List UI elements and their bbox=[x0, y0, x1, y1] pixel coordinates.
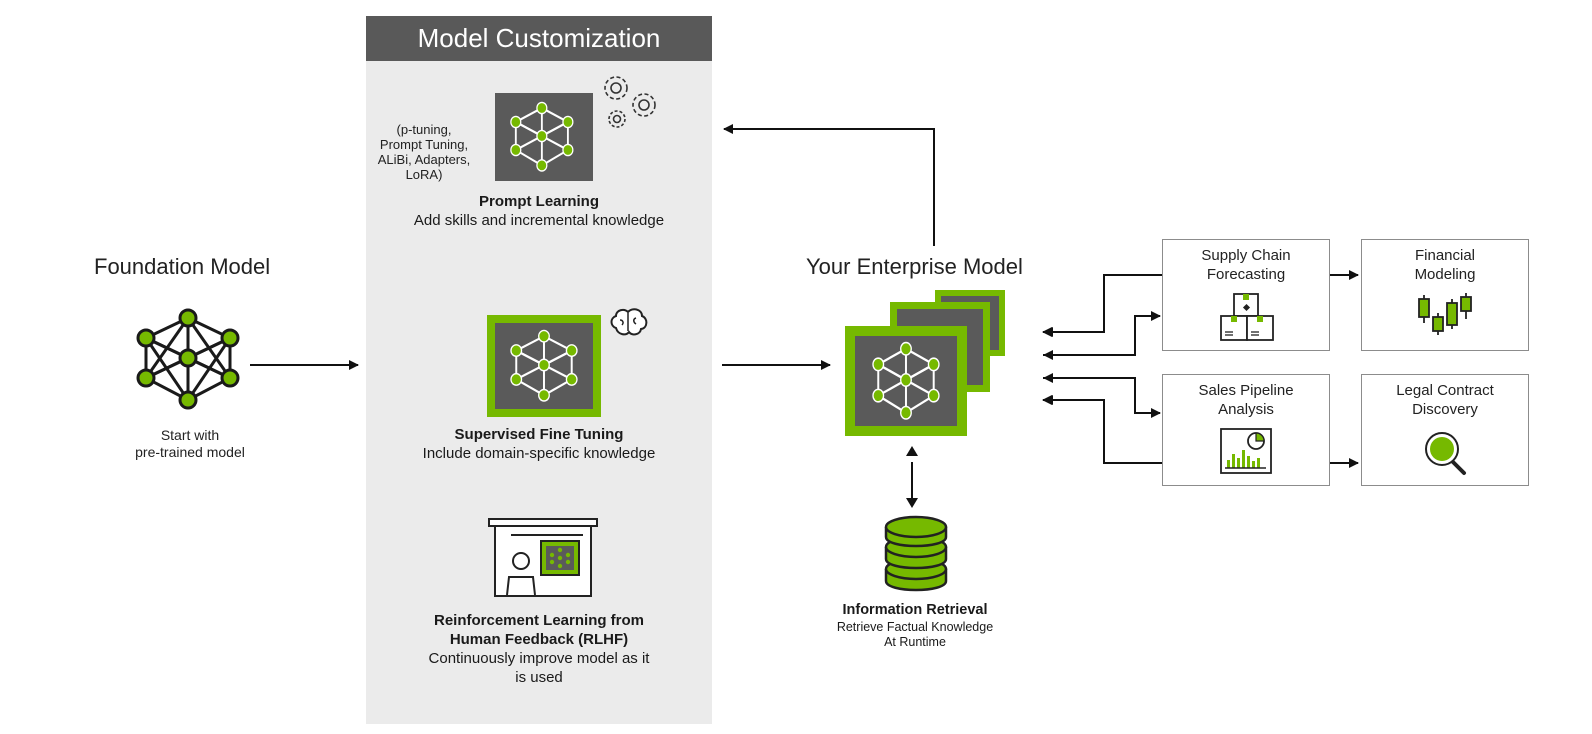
model-to-sales-arrow bbox=[1043, 377, 1161, 418]
foundation-model-title: Foundation Model bbox=[94, 254, 271, 279]
boxes-icon bbox=[1220, 293, 1274, 341]
candlestick-chart-icon bbox=[1418, 293, 1472, 335]
enterprise-model-title: Your Enterprise Model bbox=[806, 254, 1023, 279]
supply-chain-box: Supply Chain Forecasting bbox=[1162, 239, 1330, 351]
foundation-caption: Start with pre-trained model bbox=[135, 427, 245, 460]
sales-pipeline-box: Sales Pipeline Analysis bbox=[1162, 374, 1330, 486]
magnifier-icon bbox=[1425, 432, 1466, 475]
sales-pipeline-label: Sales Pipeline Analysis bbox=[1198, 382, 1294, 418]
prompt-learning-text: Prompt Learning Add skills and increment… bbox=[413, 193, 665, 229]
model-to-supply-chain-arrow bbox=[1043, 311, 1161, 356]
financial-modeling-label: Financial Modeling bbox=[1414, 247, 1476, 283]
feedback-loop-arrow bbox=[723, 124, 935, 246]
sft-text: Supervised Fine Tuning Include domain-sp… bbox=[422, 426, 656, 462]
information-retrieval-text: Information Retrieval Retrieve Factual K… bbox=[836, 602, 994, 649]
prompt-methods-list: (p-tuning, Prompt Tuning, ALiBi, Adapter… bbox=[377, 122, 471, 182]
presentation-board-icon bbox=[488, 518, 598, 597]
sft-network-icon bbox=[487, 315, 601, 417]
sales-to-model-arrow bbox=[1042, 395, 1162, 464]
legal-contract-box: Legal Contract Discovery bbox=[1361, 374, 1529, 486]
prompt-learning-network-icon bbox=[495, 93, 593, 181]
supply-chain-to-model-arrow bbox=[1042, 274, 1162, 337]
panel-title: Model Customization bbox=[366, 16, 712, 61]
foundation-network-icon bbox=[136, 308, 240, 410]
analytics-chart-icon bbox=[1220, 428, 1272, 474]
enterprise-model-stack-icon bbox=[845, 290, 1005, 436]
financial-modeling-box: Financial Modeling bbox=[1361, 239, 1529, 351]
supply-chain-label: Supply Chain Forecasting bbox=[1201, 247, 1291, 283]
brain-icon bbox=[610, 308, 648, 336]
gears-icon bbox=[604, 76, 656, 128]
legal-contract-label: Legal Contract Discovery bbox=[1396, 382, 1494, 418]
database-icon bbox=[884, 515, 948, 592]
rlhf-text: Reinforcement Learning from Human Feedba… bbox=[428, 612, 650, 686]
